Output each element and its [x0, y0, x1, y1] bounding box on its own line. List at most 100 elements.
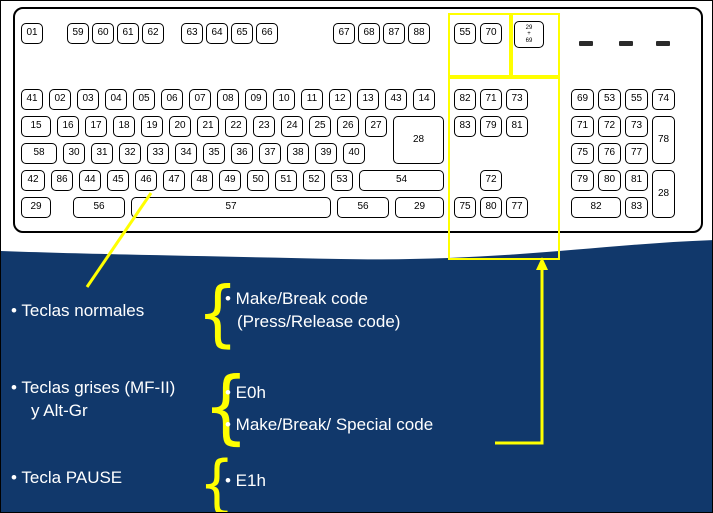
key-46: 46	[135, 170, 157, 191]
key-35: 35	[203, 143, 225, 164]
key-39: 39	[315, 143, 337, 164]
key-16: 16	[57, 116, 79, 137]
key-87: 87	[383, 23, 405, 44]
note-tecla-pause: • Tecla PAUSE	[11, 468, 123, 487]
key-30: 30	[63, 143, 85, 164]
highlight-combo-key	[511, 13, 560, 77]
key-50: 50	[247, 170, 269, 191]
key-21: 21	[197, 116, 219, 137]
key-78: 78	[652, 116, 675, 164]
key-54: 54	[359, 170, 444, 191]
key-72: 72	[598, 116, 621, 137]
key-04: 04	[105, 89, 127, 110]
key-32: 32	[119, 143, 141, 164]
key-75: 75	[454, 197, 476, 218]
key-27: 27	[365, 116, 387, 137]
key-02: 02	[49, 89, 71, 110]
key-71: 71	[571, 116, 594, 137]
key-25: 25	[309, 116, 331, 137]
key-36: 36	[231, 143, 253, 164]
key-73: 73	[625, 116, 648, 137]
key-61: 61	[117, 23, 139, 44]
brace-group1: {	[197, 271, 239, 355]
status-led-2	[619, 41, 633, 46]
key-10: 10	[273, 89, 295, 110]
key-62: 62	[142, 23, 164, 44]
key-43: 43	[385, 89, 407, 110]
note-e1h: • E1h	[225, 471, 266, 490]
key-37: 37	[259, 143, 281, 164]
key-23: 23	[253, 116, 275, 137]
key-59: 59	[67, 23, 89, 44]
note-e0h: • E0h	[225, 383, 266, 402]
key-66: 66	[256, 23, 278, 44]
note-make-break-special: • Make/Break/ Special code	[225, 415, 434, 434]
key-79: 79	[480, 116, 502, 137]
key-28: 28	[393, 116, 444, 164]
key-40: 40	[343, 143, 365, 164]
key-52: 52	[303, 170, 325, 191]
key-11: 11	[301, 89, 323, 110]
key-83: 83	[454, 116, 476, 137]
key-31: 31	[91, 143, 113, 164]
key-34: 34	[175, 143, 197, 164]
key-56: 56	[337, 197, 389, 218]
key-79: 79	[571, 170, 594, 191]
key-56: 56	[73, 197, 125, 218]
key-69: 69	[571, 89, 594, 110]
key-71: 71	[480, 89, 502, 110]
key-33: 33	[147, 143, 169, 164]
key-51: 51	[275, 170, 297, 191]
key-38: 38	[287, 143, 309, 164]
key-29-69: 29 + 69	[514, 21, 544, 48]
key-47: 47	[163, 170, 185, 191]
note-teclas-normales: • Teclas normales	[11, 301, 145, 320]
key-65: 65	[231, 23, 253, 44]
key-76: 76	[598, 143, 621, 164]
note-make-break-code: • Make/Break code	[225, 289, 368, 308]
key-19: 19	[141, 116, 163, 137]
key-77: 77	[625, 143, 648, 164]
status-led-3	[656, 41, 670, 46]
key-53: 53	[598, 89, 621, 110]
key-41: 41	[21, 89, 43, 110]
key-12: 12	[329, 89, 351, 110]
key-74: 74	[652, 89, 675, 110]
key-73: 73	[506, 89, 528, 110]
highlight-nav-cluster	[448, 77, 560, 260]
key-29: 29	[395, 197, 444, 218]
key-67: 67	[333, 23, 355, 44]
key-75: 75	[571, 143, 594, 164]
key-15: 15	[21, 116, 51, 137]
key-29: 29	[21, 197, 51, 218]
key-01: 01	[21, 23, 43, 44]
status-led-1	[579, 41, 593, 46]
key-82: 82	[454, 89, 476, 110]
key-60: 60	[92, 23, 114, 44]
note-press-release-code: (Press/Release code)	[237, 312, 401, 331]
key-82: 82	[571, 197, 621, 218]
key-48: 48	[191, 170, 213, 191]
key-24: 24	[281, 116, 303, 137]
key-22: 22	[225, 116, 247, 137]
key-80: 80	[480, 197, 502, 218]
key-81: 81	[625, 170, 648, 191]
key-83: 83	[625, 197, 648, 218]
key-53: 53	[331, 170, 353, 191]
key-81: 81	[506, 116, 528, 137]
key-58: 58	[21, 143, 57, 164]
key-08: 08	[217, 89, 239, 110]
key-77: 77	[506, 197, 528, 218]
key-57: 57	[131, 197, 331, 218]
key-88: 88	[408, 23, 430, 44]
key-05: 05	[133, 89, 155, 110]
highlight-gray-keys-top	[448, 13, 511, 77]
brace-group2: {	[203, 360, 249, 453]
key-28: 28	[652, 170, 675, 218]
key-49: 49	[219, 170, 241, 191]
key-55: 55	[454, 23, 476, 44]
key-86: 86	[51, 170, 73, 191]
key-26: 26	[337, 116, 359, 137]
